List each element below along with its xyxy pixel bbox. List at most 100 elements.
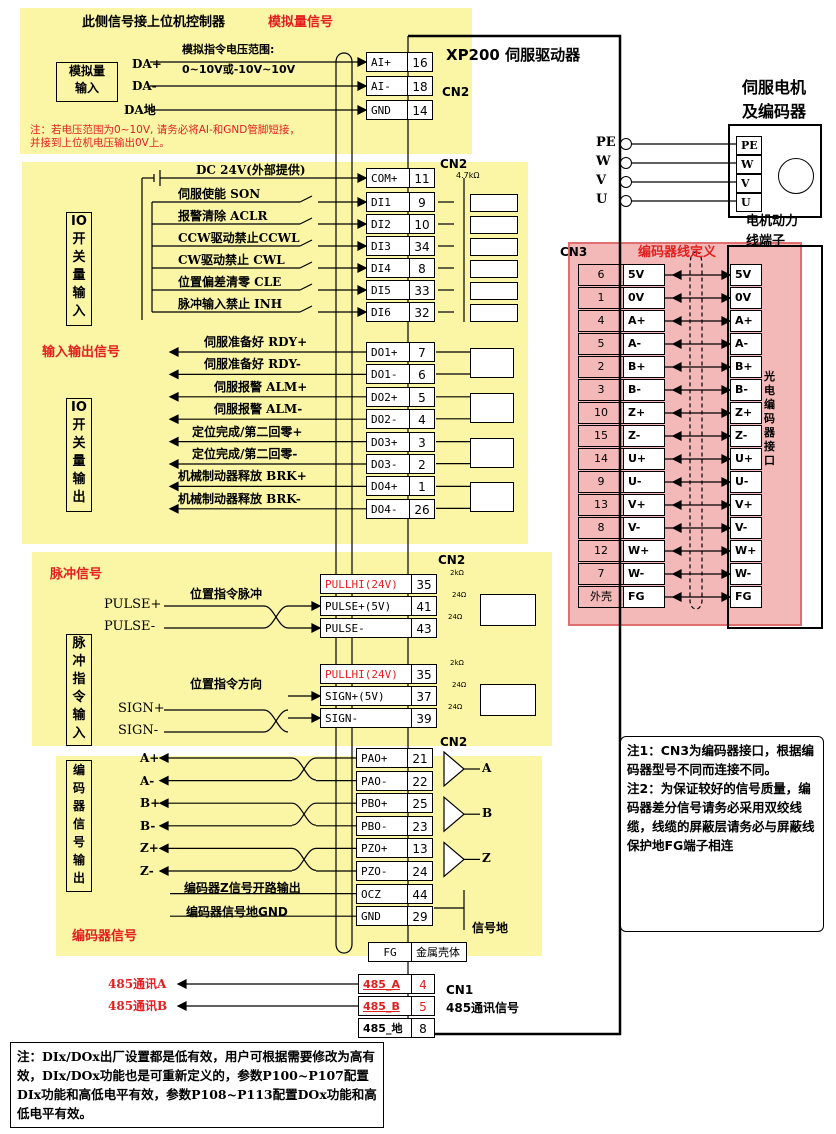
enc-out-signal-4: Z+: [140, 841, 159, 856]
pin-rs485-num-2: 8: [411, 1018, 435, 1038]
switch: [299, 283, 313, 291]
cn3-motor-sig-13: W-: [730, 563, 762, 585]
arrow-left: [671, 270, 682, 280]
arrow-left: [671, 385, 682, 395]
arrow-left: [158, 753, 169, 763]
pin-do2-minusplus-num: 5: [409, 386, 435, 407]
arrow-right: [721, 408, 732, 418]
arrow-left: [671, 477, 682, 487]
cn3-sig-14: FG: [623, 586, 665, 608]
cn3-motor-sig-1: 0V: [730, 287, 762, 309]
pin-pao-minusplus: PAO+: [356, 748, 408, 768]
cn3-motor-sig-9: U-: [730, 471, 762, 493]
arrow-right: [721, 362, 732, 372]
arrow-left: [176, 1001, 187, 1011]
right-note: 注1：CN3为编码器接口，根据编码器型号不同而连接不同。 注2：为保证较好的信号…: [620, 736, 824, 932]
cn3-num-2: 4: [578, 310, 624, 332]
cn3-num-12: 12: [578, 540, 624, 562]
motor-terminal-w: [620, 157, 632, 169]
r24a-0: 24Ω: [452, 591, 467, 599]
pin-ai-minusplus: AI+: [366, 52, 408, 72]
optocoupler-in: [470, 238, 518, 256]
signal-ground-label: 信号地: [472, 921, 509, 935]
pin-ai-minus: AI-: [366, 76, 408, 96]
arrow-right: [357, 263, 368, 273]
pin-do4-minusplus: DO4+: [366, 476, 410, 497]
shield-conduit: [335, 52, 353, 954]
arrow-left: [168, 459, 179, 469]
arrow-right: [357, 57, 368, 67]
enc-out-box: 编 码 器 信 号 输 出: [66, 760, 92, 892]
r2k-1: 2kΩ: [450, 659, 464, 667]
pin-do2-minus: DO2-: [366, 409, 410, 430]
pin-do4-minus: DO4-: [366, 498, 410, 519]
cn3-sig-12: W+: [623, 540, 665, 562]
cn3-motor-sig-5: B-: [730, 379, 762, 401]
cn3-motor-sig-7: Z-: [730, 425, 762, 447]
cn3-num-14: 外壳: [578, 586, 624, 608]
motor-pin-v: V: [736, 174, 762, 193]
r24b-0: 24Ω: [448, 613, 463, 621]
pulse-caption-1: 位置指令方向: [190, 677, 263, 691]
output-optocoupler: [470, 348, 514, 378]
arrow-left: [671, 431, 682, 441]
pin-ai-minusplus-num: 16: [407, 52, 433, 72]
io-input-box: IO 开 关 量 输 入: [66, 212, 92, 326]
pin-di2-num: 10: [409, 214, 435, 234]
arrow-left: [671, 500, 682, 510]
output-label-do3p: 定位完成/第二回零+: [192, 424, 303, 439]
cn3-motor-sig-0: 5V: [730, 264, 762, 286]
cn3-sig-6: Z+: [623, 402, 665, 424]
arrow-right: [721, 270, 732, 280]
arrow-right: [721, 500, 732, 510]
pin-pbo-minus-num: 23: [407, 815, 433, 836]
r2k-0: 2kΩ: [450, 569, 464, 577]
pin-rs485-num-1: 5: [411, 996, 435, 1016]
encoder-housing: [727, 245, 823, 629]
enc-out-section-label: 编码器信号: [72, 929, 138, 944]
arrow-left: [168, 503, 179, 514]
pin-gnd: GND: [366, 100, 408, 120]
pin-do1-minus-num: 6: [409, 364, 435, 385]
motor-terminal-label-w: W: [596, 154, 611, 169]
cn3-motor-sig-14: FG: [730, 586, 762, 608]
arrow-left: [168, 436, 179, 447]
pin-rs485-num-0: 4: [411, 974, 435, 994]
pin-do1-minusplus-num: 7: [409, 342, 435, 362]
io-zone: [22, 162, 528, 544]
twisted-pair: [291, 847, 317, 871]
channel-label-1: B: [482, 806, 493, 821]
arrow-right: [721, 339, 732, 349]
arrow-left: [671, 408, 682, 418]
arrow-right: [721, 454, 732, 464]
pin-do1-minus: DO1-: [366, 364, 410, 385]
motor-symbol: [778, 158, 814, 194]
analog-input-box: 模拟量 输入: [56, 62, 118, 102]
arrow-right: [721, 316, 732, 326]
pin-di3: DI3: [366, 236, 410, 256]
pin-do4-minusplus-num: 1: [409, 476, 435, 497]
arrow-right: [721, 523, 732, 533]
output-optocoupler: [470, 392, 514, 423]
arrow-left: [671, 569, 682, 579]
output-label-do1p: 伺服准备好 RDY+: [204, 335, 308, 349]
pin-pzo-minus: PZO-: [356, 861, 408, 881]
switch: [299, 239, 313, 247]
io-output-box: IO 开 关 量 输 出: [66, 398, 92, 512]
pin-signminus-num: 39: [411, 708, 437, 728]
arrow-right: [721, 592, 732, 602]
cn3-num-1: 1: [578, 287, 624, 309]
pin-pullhi24v-num: 35: [411, 664, 437, 684]
signal-da-plus: DA+: [132, 57, 162, 71]
io-resistor: 4.7kΩ: [456, 171, 480, 180]
cn3-motor-sig-11: V-: [730, 517, 762, 539]
optocoupler-in: [470, 282, 518, 300]
optocoupler-in: [470, 260, 518, 278]
pin-fg: FG: [368, 942, 412, 962]
output-label-do2m: 伺服报警 ALM-: [214, 402, 303, 417]
cn3-sig-0: 5V: [623, 264, 665, 286]
pin-di4: DI4: [366, 258, 410, 278]
pin-di6-num: 32: [409, 302, 435, 322]
enc-out-connector: CN2: [440, 735, 468, 749]
pin-pbo-minusplus: PBO+: [356, 793, 408, 814]
